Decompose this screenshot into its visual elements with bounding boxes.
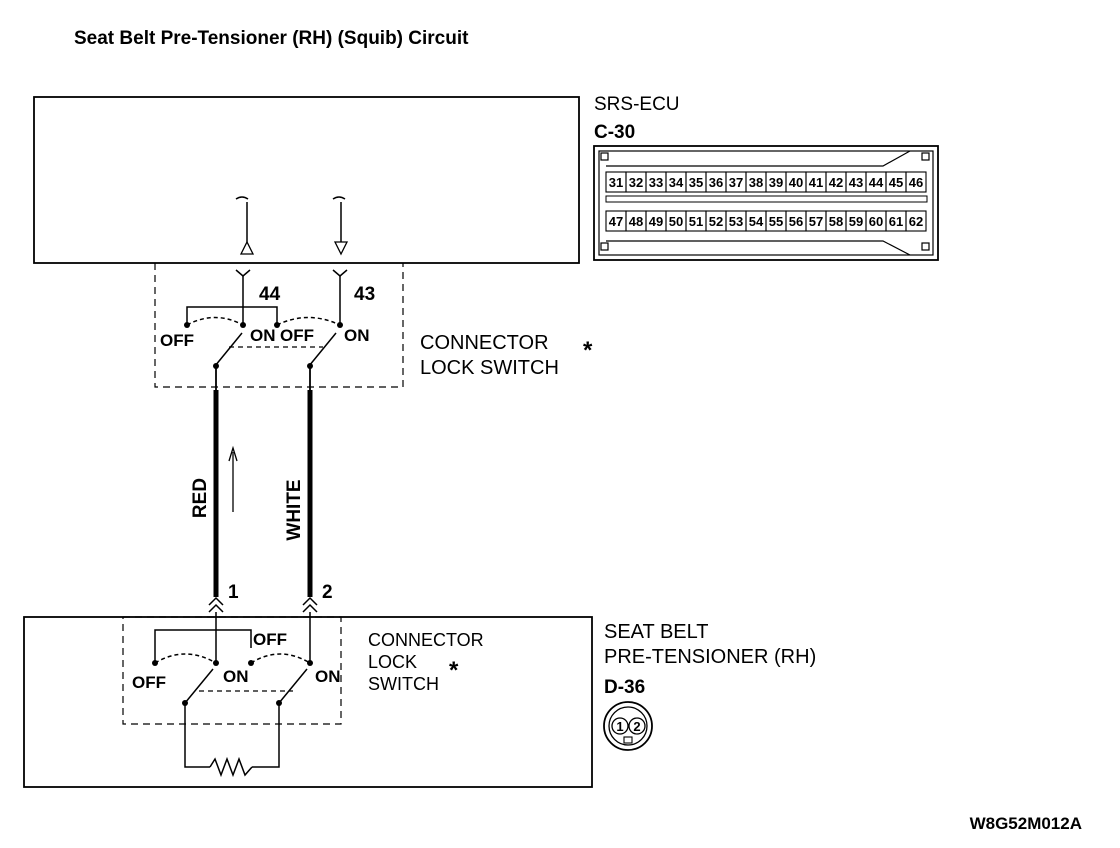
ecu-internal-circuit bbox=[235, 196, 349, 256]
c30-pin-number: 31 bbox=[609, 175, 623, 190]
c30-pin-number: 46 bbox=[909, 175, 923, 190]
lower-on-a-label: ON bbox=[223, 667, 249, 686]
pretensioner-box bbox=[23, 616, 593, 788]
pretensioner-name-line1: SEAT BELT bbox=[604, 621, 708, 643]
upper-asterisk: * bbox=[583, 337, 593, 364]
lower-connector-label-line2: LOCK bbox=[368, 652, 417, 672]
upper-switch-contacts bbox=[184, 322, 343, 369]
d36-pin-1: 1 bbox=[616, 719, 623, 734]
pretensioner-pin-1-label: 1 bbox=[228, 582, 239, 603]
pretensioner-connector-id: D-36 bbox=[604, 677, 645, 698]
red-wire-label: RED bbox=[190, 478, 211, 518]
c30-pin-number: 45 bbox=[889, 175, 903, 190]
pretensioner-terminals bbox=[208, 596, 318, 613]
c30-pin-number: 47 bbox=[609, 214, 623, 229]
c30-pin-number: 36 bbox=[709, 175, 723, 190]
upper-on-a-label: ON bbox=[250, 326, 276, 345]
current-direction-arrow bbox=[228, 445, 238, 512]
c30-pin-number: 35 bbox=[689, 175, 703, 190]
c30-pin-number: 33 bbox=[649, 175, 663, 190]
upper-connector-dashed-box bbox=[154, 263, 404, 388]
c30-pin-number: 54 bbox=[749, 214, 764, 229]
c30-pin-cell bbox=[905, 171, 927, 193]
c30-pin-number: 59 bbox=[849, 214, 863, 229]
c30-pin-number: 34 bbox=[669, 175, 684, 190]
c30-pin-number: 50 bbox=[669, 214, 683, 229]
c30-pin-number: 38 bbox=[749, 175, 763, 190]
lower-switch-contacts bbox=[152, 660, 313, 706]
c30-pin-cell bbox=[905, 210, 927, 232]
upper-lock-switch bbox=[186, 269, 348, 390]
c30-pin-number: 56 bbox=[789, 214, 803, 229]
c30-connector-face: 31 32 33 34 35 36 37 38 39 40 41 42 43 44 45 46 47 48 49 5… bbox=[593, 145, 939, 261]
c30-pin-number: 52 bbox=[709, 214, 723, 229]
c30-pin-number: 40 bbox=[789, 175, 803, 190]
c30-pin-row-top: 31 32 33 34 35 36 37 38 39 40 41 42 43 44 45 46 bbox=[605, 171, 927, 193]
srs-ecu-box bbox=[33, 96, 580, 264]
d36-connector-face: 1 2 bbox=[603, 701, 653, 751]
lower-off-top-label: OFF bbox=[253, 630, 287, 649]
ecu-pin-43-label: 43 bbox=[354, 284, 375, 305]
lower-on-b-label: ON bbox=[315, 667, 341, 686]
upper-off-a-label: OFF bbox=[160, 331, 194, 350]
c30-pin-number: 44 bbox=[869, 175, 884, 190]
c30-pin-number: 61 bbox=[889, 214, 903, 229]
c30-pin-number: 58 bbox=[829, 214, 843, 229]
c30-pin-number: 57 bbox=[809, 214, 823, 229]
c30-pin-number: 41 bbox=[809, 175, 823, 190]
pretensioner-name-line2: PRE-TENSIONER (RH) bbox=[604, 646, 816, 668]
lower-connector-label-line1: CONNECTOR bbox=[368, 630, 484, 650]
lower-connector-label-line3: SWITCH bbox=[368, 674, 439, 694]
c30-pin-number: 62 bbox=[909, 214, 923, 229]
d36-pin-2: 2 bbox=[633, 719, 640, 734]
lower-lock-switch bbox=[154, 612, 311, 778]
upper-on-b-label: ON bbox=[344, 326, 370, 345]
c30-pin-number: 53 bbox=[729, 214, 743, 229]
lower-connector-dashed-box bbox=[122, 616, 342, 725]
c30-pin-number: 32 bbox=[629, 175, 643, 190]
ecu-connector-id: C-30 bbox=[594, 122, 635, 143]
lower-asterisk: * bbox=[449, 657, 459, 684]
ecu-pin-44-label: 44 bbox=[259, 284, 281, 305]
c30-pin-number: 48 bbox=[629, 214, 643, 229]
srs-ecu-label: SRS-ECU bbox=[594, 94, 680, 115]
c30-pin-number: 43 bbox=[849, 175, 863, 190]
pretensioner-pin-2-label: 2 bbox=[322, 582, 333, 603]
lower-off-left-label: OFF bbox=[132, 673, 166, 692]
c30-pin-number: 39 bbox=[769, 175, 783, 190]
upper-connector-label-line1: CONNECTOR bbox=[420, 332, 549, 354]
figure-code: W8G52M012A bbox=[970, 814, 1082, 833]
white-wire-label: WHITE bbox=[284, 479, 305, 540]
c30-pin-number: 60 bbox=[869, 214, 883, 229]
c30-pin-number: 37 bbox=[729, 175, 743, 190]
c30-pin-number: 49 bbox=[649, 214, 663, 229]
c30-pin-number: 51 bbox=[689, 214, 703, 229]
c30-pin-number: 55 bbox=[769, 214, 783, 229]
diagram-title: Seat Belt Pre-Tensioner (RH) (Squib) Cir… bbox=[74, 28, 469, 49]
upper-off-b-label: OFF bbox=[280, 326, 314, 345]
c30-pin-row-bottom: 47 48 49 50 51 52 53 54 55 56 57 58 59 60 61 62 bbox=[605, 210, 927, 232]
c30-pin-number: 42 bbox=[829, 175, 843, 190]
upper-connector-label-line2: LOCK SWITCH bbox=[420, 357, 559, 379]
